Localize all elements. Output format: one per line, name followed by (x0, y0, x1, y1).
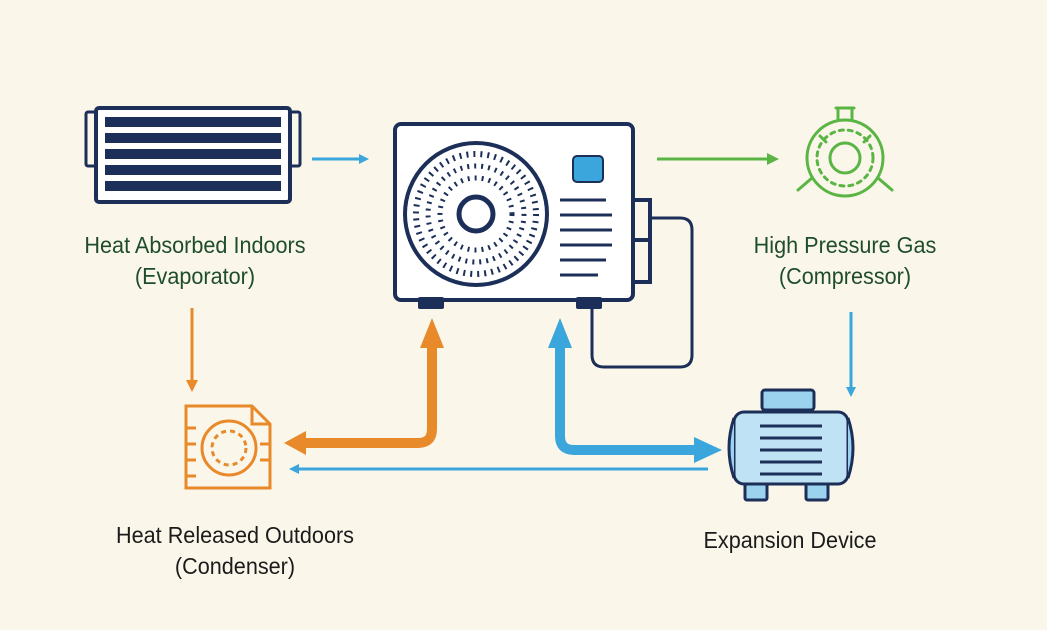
condenser-label: Heat Released Outdoors (Condenser) (80, 520, 390, 582)
refrigerant-pipe (590, 216, 694, 369)
fan-icon (403, 141, 549, 287)
evaporator-label: Heat Absorbed Indoors (Evaporator) (49, 230, 340, 292)
compressor-gauge-icon (796, 106, 894, 198)
condenser-label-line1: Heat Released Outdoors (116, 522, 354, 548)
expansion-device-icon (727, 388, 855, 502)
arrow-condenser-to-unit (284, 318, 444, 455)
evaporator-coil-icon (84, 106, 302, 204)
compressor-label-line2: (Compressor) (778, 263, 912, 289)
condenser-icon (184, 404, 272, 490)
evaporator-label-line2: (Evaporator) (134, 263, 256, 289)
compressor-label: High Pressure Gas (Compressor) (699, 230, 990, 292)
expansion-label: Expansion Device (649, 525, 931, 556)
expansion-label-line1: Expansion Device (703, 527, 877, 553)
condenser-label-line2: (Condenser) (174, 553, 296, 579)
compressor-label-line1: High Pressure Gas (753, 232, 937, 258)
evaporator-label-line1: Heat Absorbed Indoors (84, 232, 306, 258)
outdoor-ac-unit-icon (393, 122, 652, 309)
arrow-unit-to-expansion (548, 318, 722, 463)
